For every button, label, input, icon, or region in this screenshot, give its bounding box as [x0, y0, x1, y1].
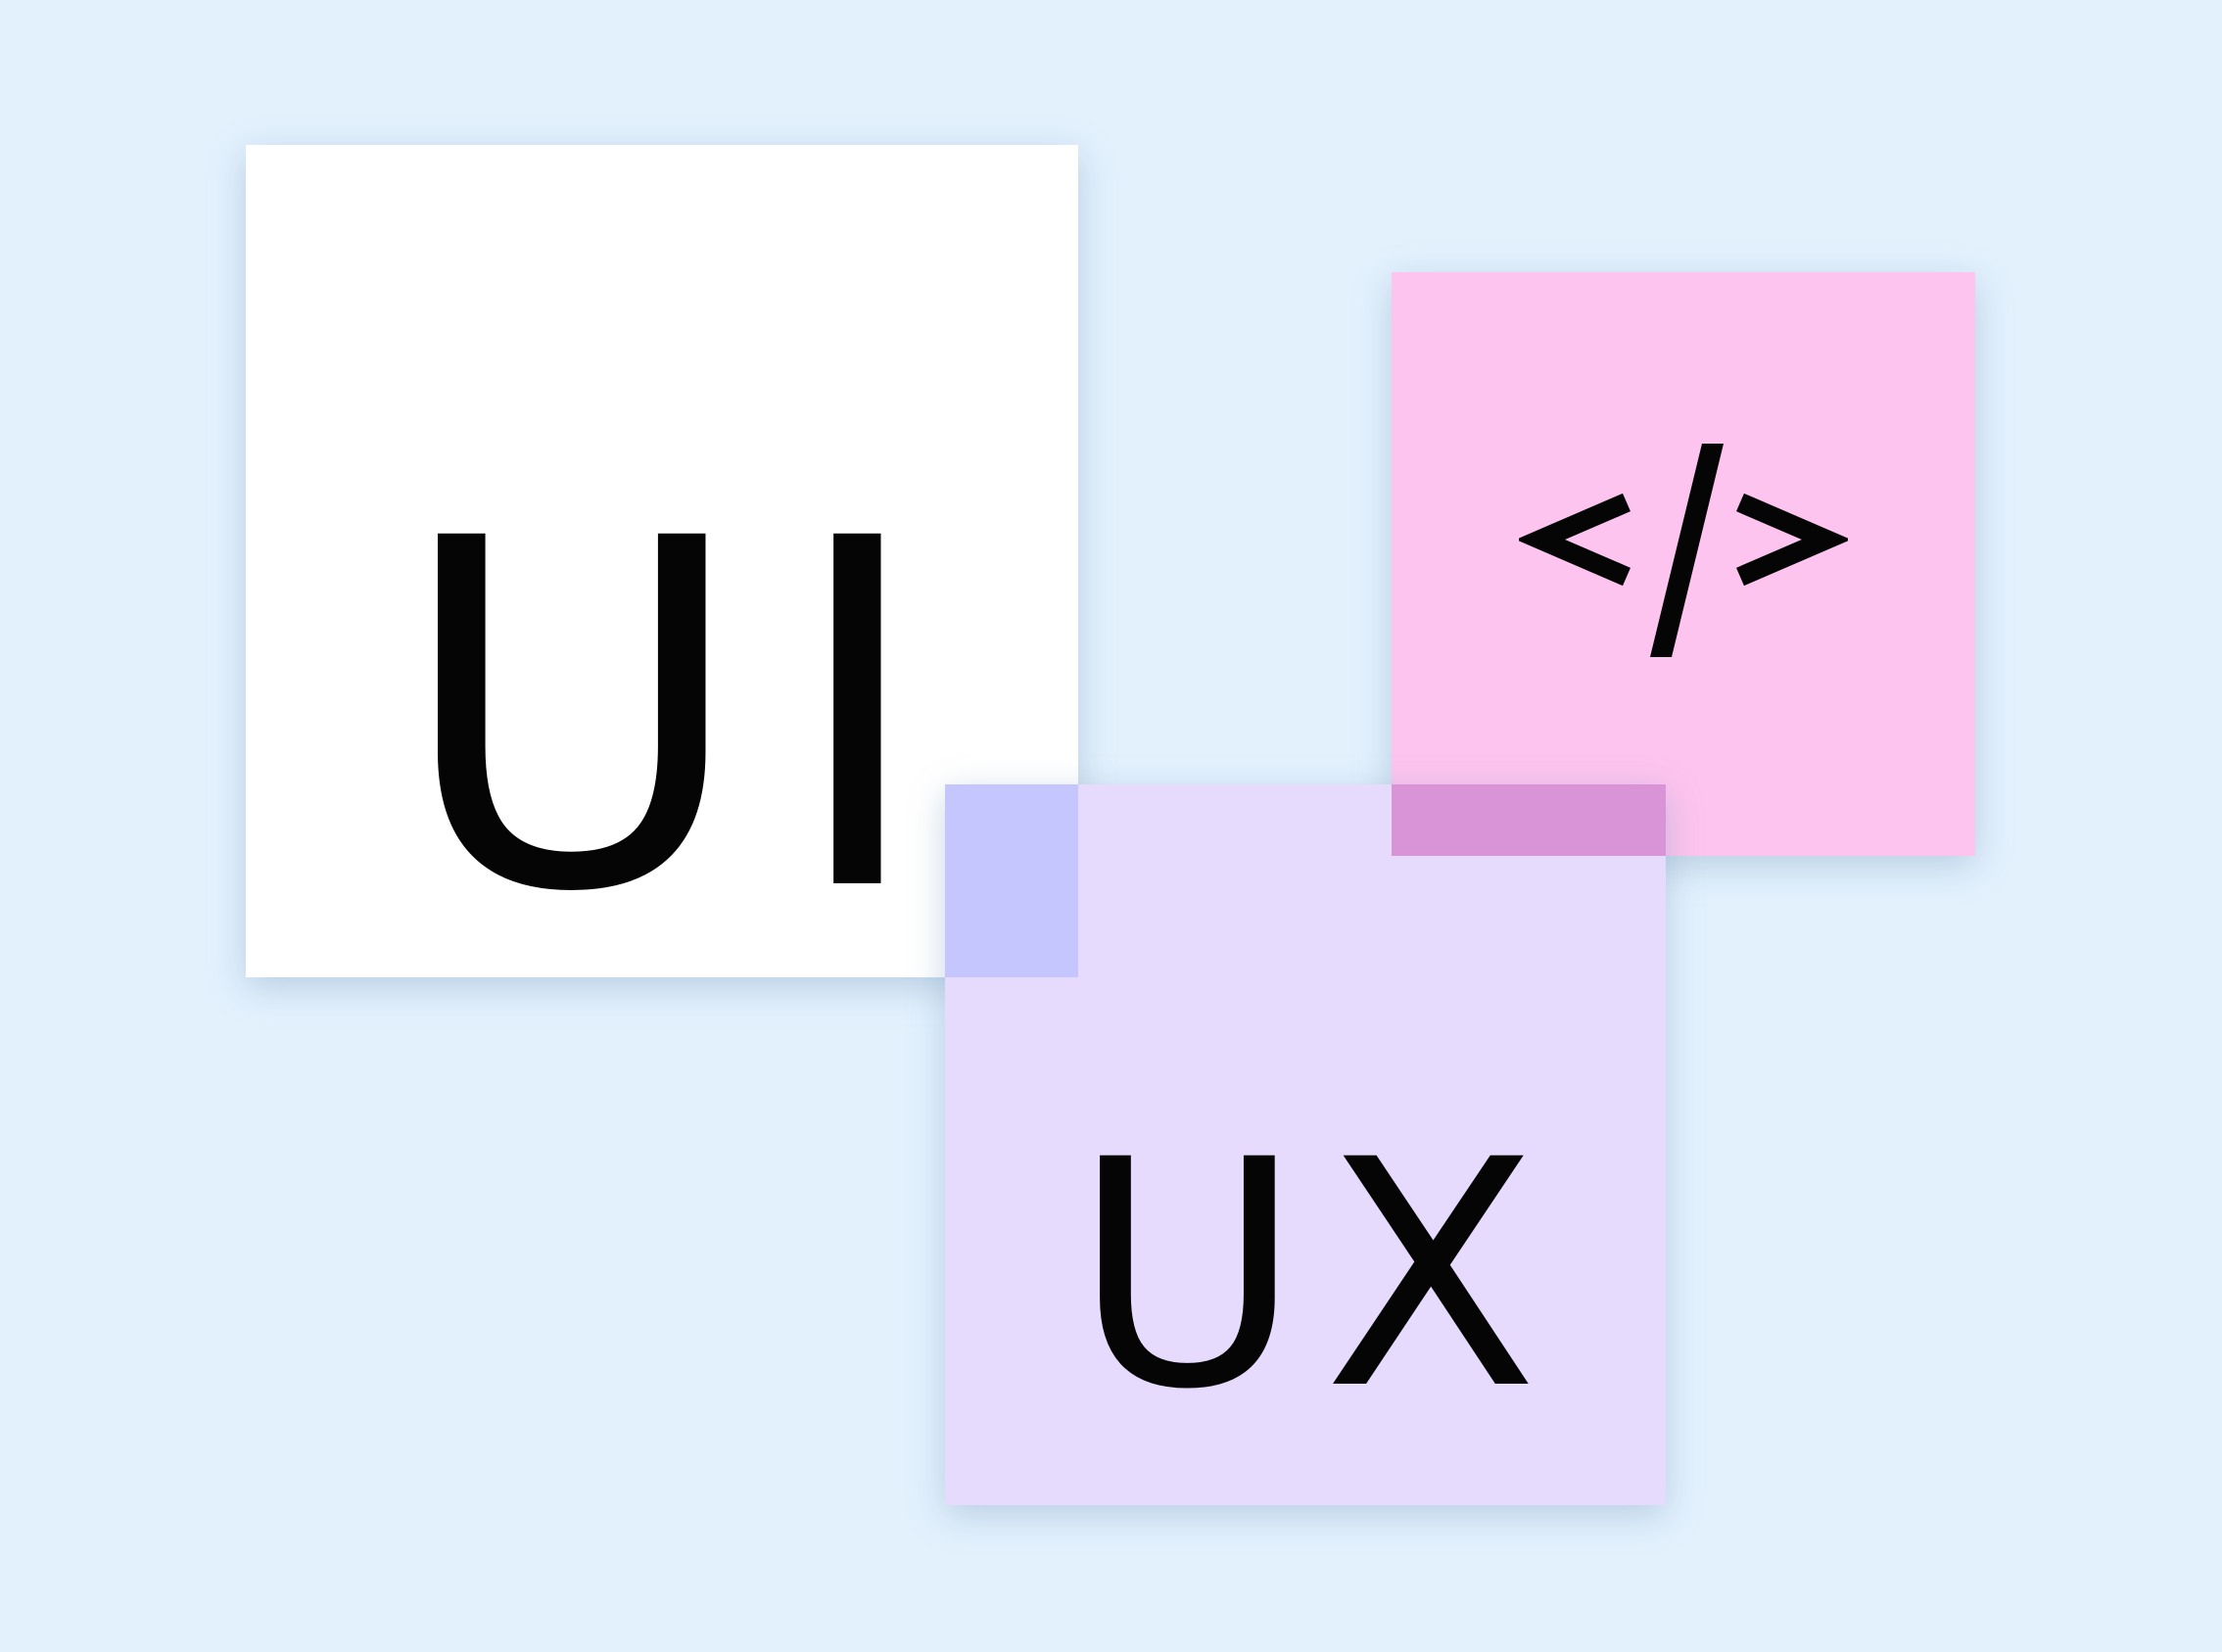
ui-ux-overlap: [945, 784, 1078, 977]
code-card: [1392, 272, 1975, 856]
code-ux-overlap: [1392, 784, 1666, 856]
ui-card: UI: [246, 145, 1078, 977]
ux-label: UX: [1072, 1094, 1560, 1458]
ui-label: UI: [396, 438, 968, 997]
code-icon: [1519, 444, 1848, 657]
